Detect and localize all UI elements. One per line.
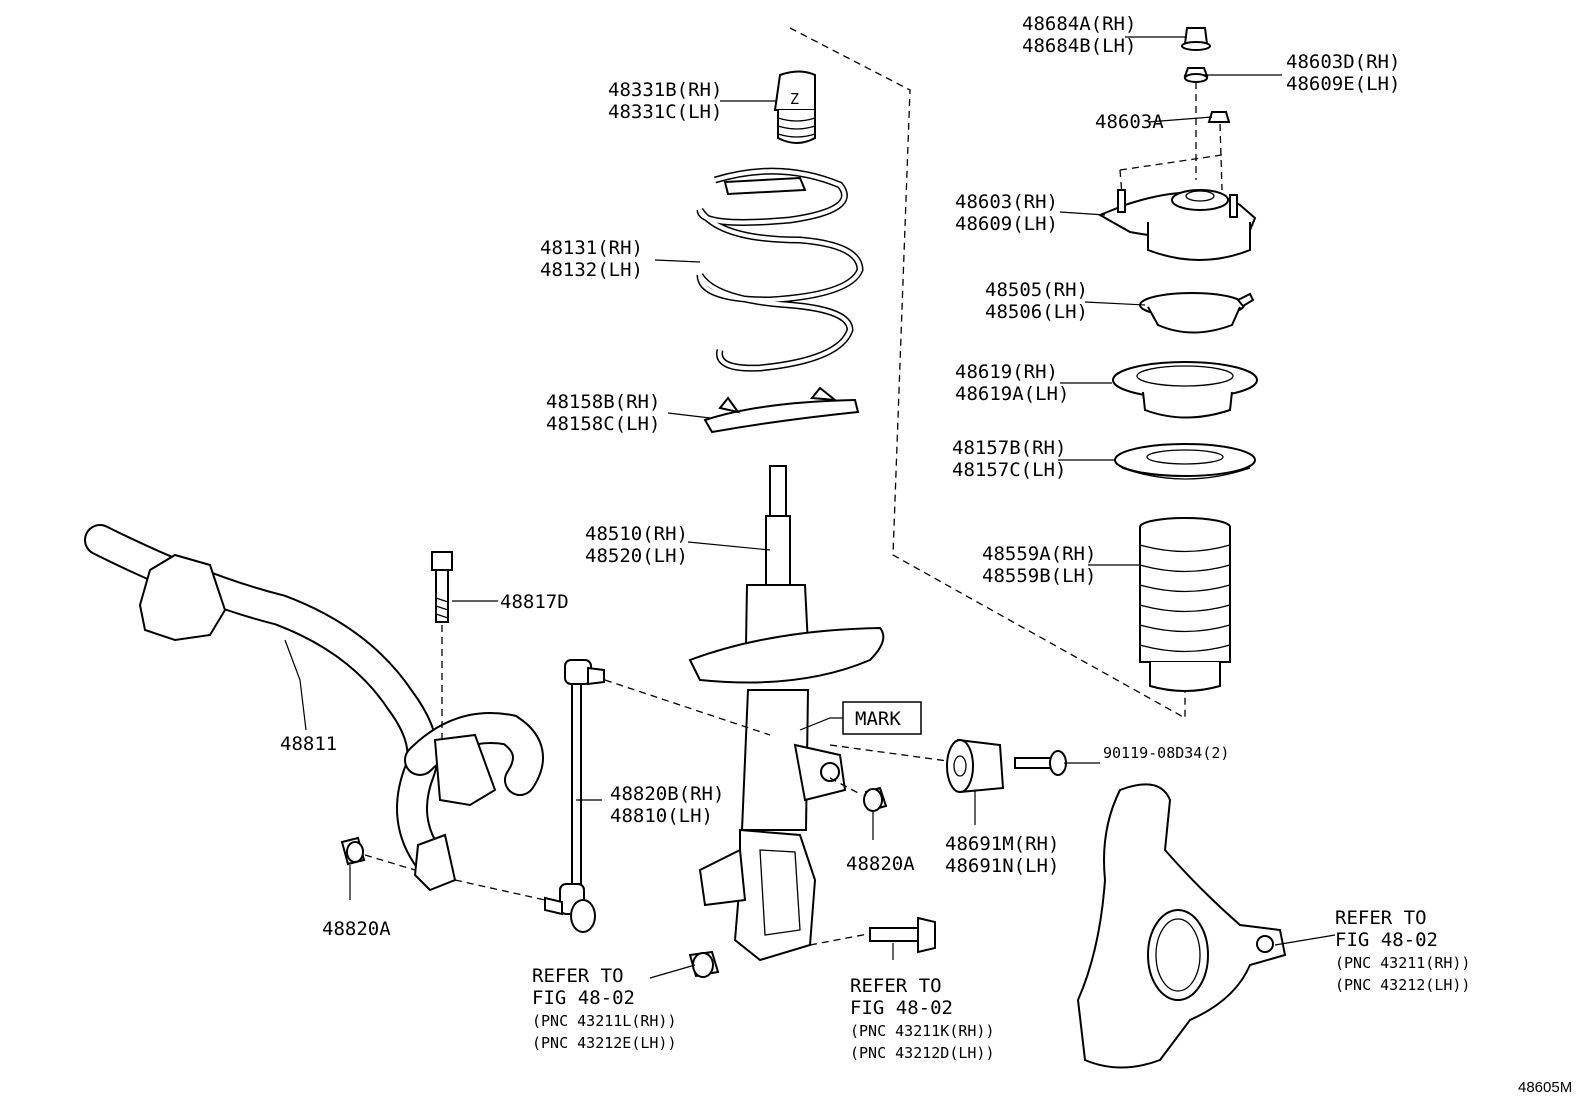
label-48691-lh: 48691N(LH): [945, 855, 1059, 877]
bump-stop-48331: Z: [773, 70, 816, 144]
label-48157-rh: 48157B(RH): [952, 437, 1066, 459]
dust-boot-48559: [1139, 517, 1231, 692]
refer2-line1: REFER TO: [850, 975, 942, 997]
label-48691-rh: 48691M(RH): [945, 833, 1059, 855]
bushing-48691: [946, 738, 1005, 794]
nut-48820a-mid: [863, 786, 888, 812]
bolt-lower: [869, 916, 936, 954]
stabilizer-link-48820b: [544, 659, 605, 933]
coil-spring-48131: [696, 167, 864, 372]
nut-48820a-left: [340, 836, 366, 866]
refer1-line3: (PNC 43211L(RH)): [532, 1012, 677, 1030]
label-48684-lh: 48684B(LH): [1022, 35, 1136, 57]
nut-lower-left: [688, 950, 720, 978]
label-48817d: 48817D: [500, 591, 569, 613]
steering-knuckle: [1076, 783, 1287, 1069]
label-48603a: 48603A: [1095, 111, 1164, 133]
refer1-line1: REFER TO: [532, 965, 624, 987]
mark-callout: MARK: [799, 701, 922, 735]
shock-absorber-48510: [688, 465, 885, 962]
label-48559-lh: 48559B(LH): [982, 565, 1096, 587]
svg-text:Z: Z: [790, 90, 799, 108]
label-48619-lh: 48619A(LH): [955, 383, 1069, 405]
bolt-48817d: [431, 551, 453, 623]
label-48331-rh: 48331B(RH): [608, 79, 722, 101]
nut-cap-48684: [1181, 27, 1211, 51]
label-48820b-rh: 48820B(RH): [610, 783, 724, 805]
label-48510-rh: 48510(RH): [585, 523, 688, 545]
label-90119: 90119-08D34(2): [1103, 744, 1229, 762]
label-48131-lh: 48132(LH): [540, 259, 643, 281]
refer3-line3: (PNC 43211(RH)): [1335, 954, 1470, 972]
drawing-number: 48605M: [1518, 1079, 1572, 1096]
refer3-line1: REFER TO: [1335, 907, 1427, 929]
mark-text: MARK: [855, 708, 901, 730]
label-48603d-rh: 48603D(RH): [1286, 51, 1400, 73]
label-48510-lh: 48520(LH): [585, 545, 688, 567]
label-48603-rh: 48603(RH): [955, 191, 1058, 213]
refer2-line2: FIG 48-02: [850, 997, 953, 1019]
refer1-line4: (PNC 43212E(LH)): [532, 1034, 677, 1052]
stabilizer-bar-48811: [84, 524, 544, 892]
lower-insulator-48158: [703, 386, 860, 434]
label-48603-lh: 48609(LH): [955, 213, 1058, 235]
bolt-90119: [1014, 750, 1067, 776]
assembly-outline: [789, 27, 1186, 720]
insulator-48157: [1114, 443, 1256, 480]
refer2-line4: (PNC 43212D(LH)): [850, 1044, 995, 1062]
label-48505-lh: 48506(LH): [985, 301, 1088, 323]
bearing-48505: [1139, 292, 1255, 334]
upper-seat-48619: [1112, 361, 1258, 419]
label-48820b-lh: 48810(LH): [610, 805, 713, 827]
refer3-line4: (PNC 43212(LH)): [1335, 976, 1470, 994]
label-48158-lh: 48158C(LH): [546, 413, 660, 435]
label-48603d-lh: 48609E(LH): [1286, 73, 1400, 95]
refer3-line2: FIG 48-02: [1335, 929, 1438, 951]
label-48811: 48811: [280, 733, 337, 755]
strut-mount-48603: [1097, 189, 1257, 261]
refer1-line2: FIG 48-02: [532, 987, 635, 1009]
label-48157-lh: 48157C(LH): [952, 459, 1066, 481]
label-48131-rh: 48131(RH): [540, 237, 643, 259]
label-48684-rh: 48684A(RH): [1022, 13, 1136, 35]
label-48619-rh: 48619(RH): [955, 361, 1058, 383]
label-48820a-left: 48820A: [322, 918, 391, 940]
refer2-line3: (PNC 43211K(RH)): [850, 1022, 995, 1040]
nut-48603d: [1183, 67, 1209, 83]
label-48158-rh: 48158B(RH): [546, 391, 660, 413]
nut-48603a: [1207, 111, 1231, 123]
label-48505-rh: 48505(RH): [985, 279, 1088, 301]
label-48331-lh: 48331C(LH): [608, 101, 722, 123]
label-48820a-mid: 48820A: [846, 853, 915, 875]
label-48559-rh: 48559A(RH): [982, 543, 1096, 565]
